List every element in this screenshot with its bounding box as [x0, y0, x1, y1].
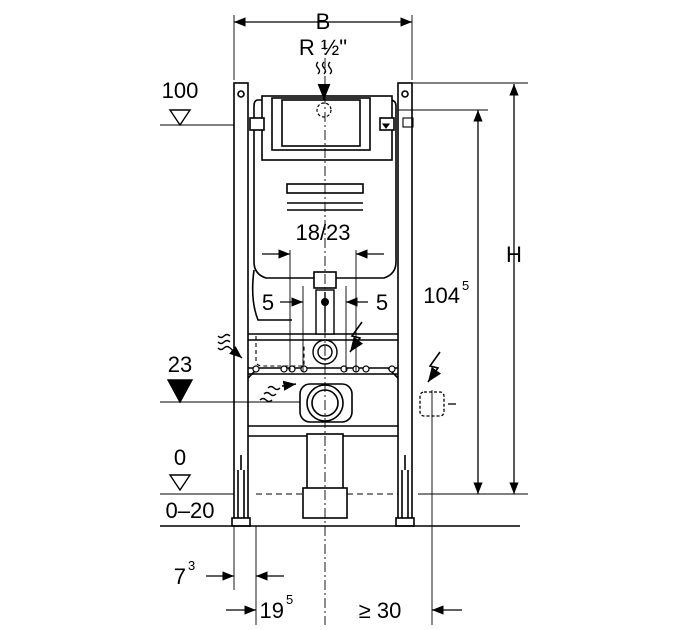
small-square-marker — [381, 117, 414, 129]
water-drain-icon — [259, 380, 297, 403]
offset-right-label: 5 — [376, 290, 388, 315]
distance-label-sup: 5 — [286, 592, 293, 607]
thread-label: R ½" — [299, 35, 347, 60]
water-drain-icon — [217, 333, 243, 359]
min-distance-label: ≥ 30 — [359, 598, 402, 623]
supply-connection — [316, 102, 332, 118]
depth-label-sup: 3 — [188, 558, 195, 573]
spacing-label: 18/23 — [295, 220, 350, 245]
electrical-connection-icon — [427, 351, 442, 383]
level-top-label: 100 — [162, 78, 199, 103]
flexible-hose — [255, 336, 305, 367]
dimension-arrows — [206, 17, 519, 615]
level-lines — [160, 82, 528, 527]
centre-point — [321, 298, 329, 306]
level-floor-label: 0 — [174, 445, 186, 470]
distance-label: 19 — [260, 598, 284, 623]
level-mid-label: 23 — [168, 352, 192, 377]
height-label: H — [506, 242, 522, 267]
cistern — [249, 95, 397, 321]
offset-left-label: 5 — [262, 290, 274, 315]
height-value: 104 — [423, 283, 460, 308]
water-supply-icon — [315, 61, 333, 75]
drain-bend — [299, 383, 353, 519]
mounting-holes — [252, 365, 396, 373]
level-range-label: 0–20 — [166, 498, 215, 523]
frame-posts — [231, 82, 415, 527]
level-markers — [166, 109, 194, 492]
electrical-socket — [419, 391, 456, 417]
height-value-sup: 5 — [462, 278, 469, 293]
electrical-connection-icon — [349, 321, 364, 353]
width-label: B — [316, 9, 331, 34]
depth-label: 7 — [174, 564, 186, 589]
